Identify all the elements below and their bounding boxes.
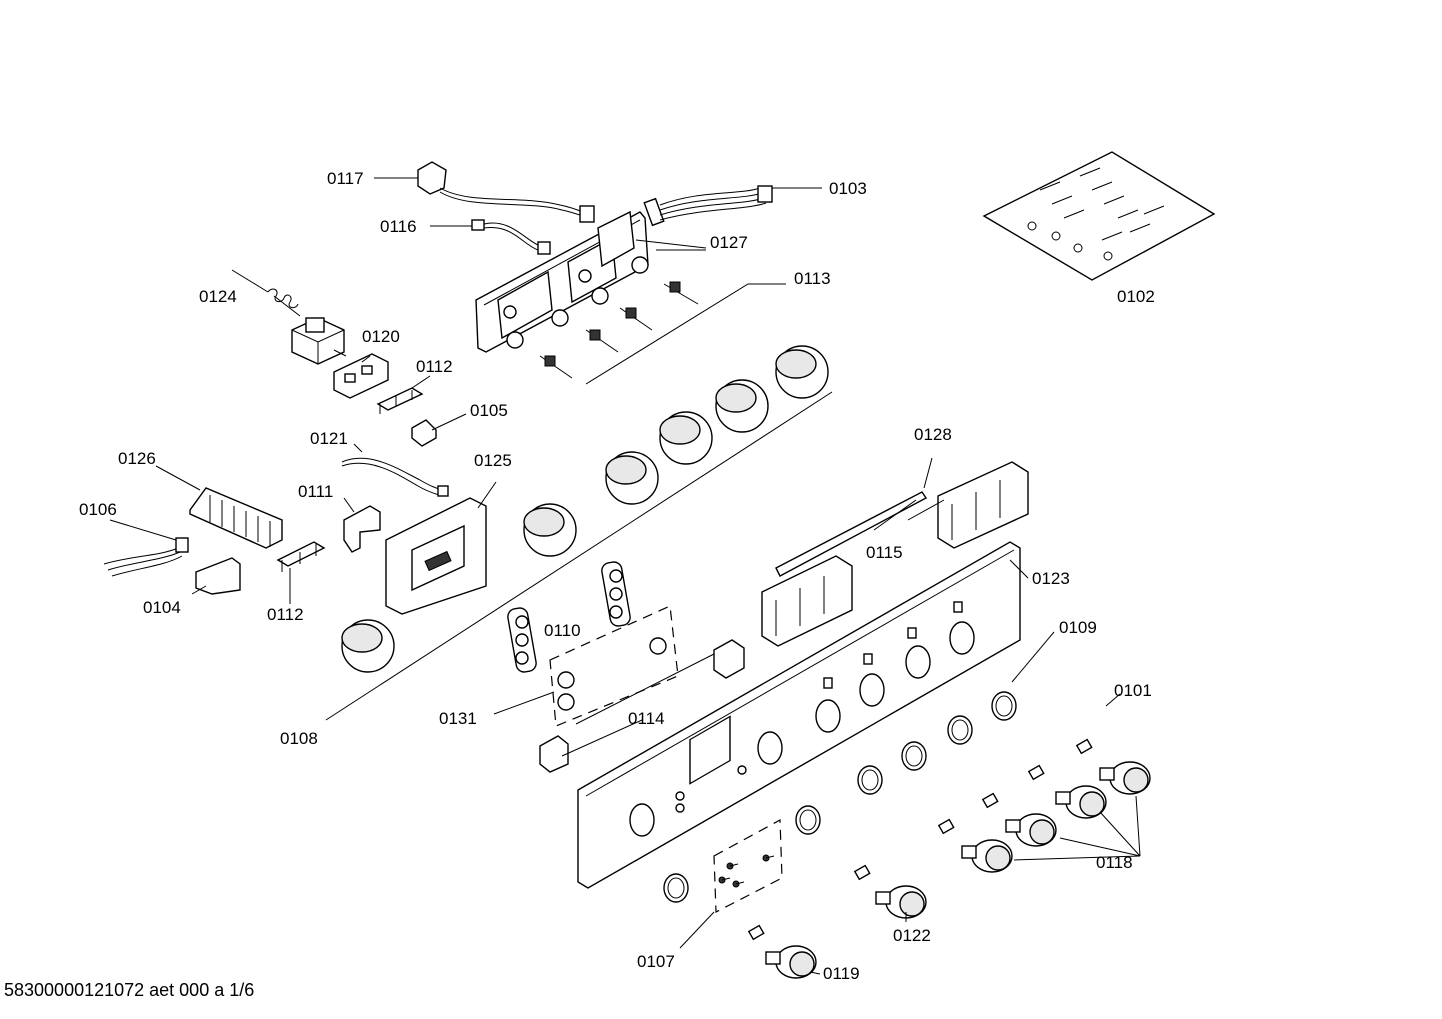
callout-0126: 0126 bbox=[118, 449, 156, 468]
callout-0122: 0122 bbox=[893, 926, 931, 945]
callout-0125: 0125 bbox=[474, 451, 512, 470]
part-0127-shafts bbox=[539, 281, 699, 379]
callout-0103: 0103 bbox=[829, 179, 867, 198]
callout-0121: 0121 bbox=[310, 429, 348, 448]
part-0105-lamp bbox=[411, 419, 437, 447]
part-0103-flat-cable bbox=[643, 185, 773, 227]
callout-0101: 0101 bbox=[1114, 681, 1152, 700]
part-knobs bbox=[747, 738, 1151, 979]
document-footer-id: 58300000121072 aet 000 a 1/6 bbox=[4, 980, 255, 1000]
part-0106-wires bbox=[103, 537, 189, 577]
callout-0124: 0124 bbox=[199, 287, 237, 306]
part-0108-knob-rings bbox=[341, 345, 829, 673]
part-0123-front-panel bbox=[577, 541, 1021, 889]
callout-0123: 0123 bbox=[1032, 569, 1070, 588]
part-0124-thermostat bbox=[231, 269, 347, 365]
callout-0102: 0102 bbox=[1117, 287, 1155, 306]
part-0128-strip bbox=[775, 491, 928, 577]
part-0116-wire bbox=[471, 219, 551, 255]
callout-0115: 0115 bbox=[866, 543, 903, 562]
callout-0118: 0118 bbox=[1096, 853, 1133, 872]
part-0109-rings bbox=[663, 691, 1017, 903]
callout-0110: 0110 bbox=[544, 621, 581, 640]
callout-0106: 0106 bbox=[79, 500, 117, 519]
callout-0120: 0120 bbox=[362, 327, 400, 346]
callout-0119: 0119 bbox=[823, 964, 860, 983]
part-0121-wire bbox=[341, 457, 449, 497]
callout-0105: 0105 bbox=[470, 401, 508, 420]
callout-0107: 0107 bbox=[637, 952, 675, 971]
part-0107-screws bbox=[713, 819, 783, 913]
part-0131-buttons-set bbox=[549, 605, 679, 727]
leader-lines bbox=[109, 177, 1141, 975]
callout-0128: 0128 bbox=[914, 425, 952, 444]
part-0110-button-strips bbox=[507, 561, 631, 673]
callout-0116: 0116 bbox=[380, 217, 417, 236]
callout-0108: 0108 bbox=[280, 729, 318, 748]
callout-0114: 0114 bbox=[628, 709, 665, 728]
part-0111-clip bbox=[343, 505, 381, 553]
part-0114-switches bbox=[539, 639, 745, 773]
part-0115-brackets bbox=[761, 461, 1029, 647]
part-0102-screw-bag bbox=[982, 151, 1216, 281]
callout-0112-lower: 0112 bbox=[267, 605, 304, 624]
callout-0109: 0109 bbox=[1059, 618, 1097, 637]
callout-0117: 0117 bbox=[327, 169, 364, 188]
part-0126-terminal-block bbox=[189, 487, 283, 549]
part-0104-bracket bbox=[195, 557, 241, 595]
callout-0112-upper: 0112 bbox=[416, 357, 453, 376]
part-0113-control-module bbox=[475, 210, 649, 353]
callout-labels: 0117 0116 0103 0127 0113 0124 0120 0112 … bbox=[79, 169, 1155, 983]
part-0120-bracket bbox=[333, 353, 389, 399]
callout-0104: 0104 bbox=[143, 598, 181, 617]
callout-0127: 0127 bbox=[710, 233, 748, 252]
part-0117-harness bbox=[417, 161, 595, 223]
part-0112-clip-lower bbox=[276, 541, 326, 572]
callout-0113: 0113 bbox=[794, 269, 831, 288]
callout-0131: 0131 bbox=[439, 709, 477, 728]
callout-0111: 0111 bbox=[298, 482, 333, 501]
part-0112-clip-upper bbox=[376, 387, 424, 414]
part-0125-timer-module bbox=[385, 497, 487, 615]
